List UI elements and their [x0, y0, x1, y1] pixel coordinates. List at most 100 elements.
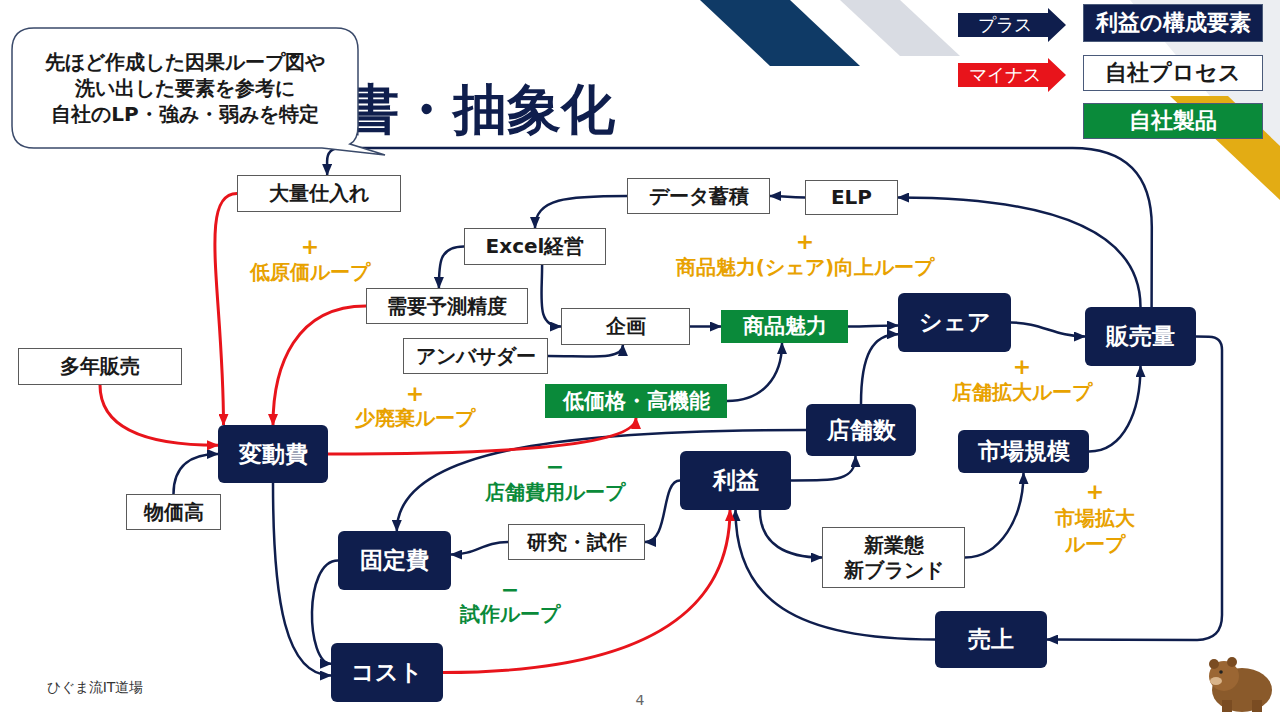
node-text-group: 研究・試作: [521, 530, 633, 555]
node-label: アンバサダー: [416, 344, 536, 369]
positive-arrow: [727, 343, 782, 401]
node-label: ELP: [831, 185, 872, 210]
node-label: Excel経営: [486, 234, 585, 259]
bear-snout: [1210, 677, 1222, 685]
loop-label: 商品魅力(シェア)向上ループ: [676, 254, 934, 281]
loop-label: 少廃棄ループ: [355, 405, 475, 432]
positive-arrow: [965, 473, 1024, 558]
positive-arrow: [1089, 366, 1141, 452]
light-stripe: [840, 0, 960, 56]
positive-arrow: [273, 483, 331, 676]
node-text-group: 市場規模: [972, 437, 1076, 466]
process-box: 大量仕入れ: [237, 175, 401, 212]
node-text-group: 店舗数: [821, 416, 902, 445]
node-label: データ蓄積: [649, 184, 749, 209]
positive-arrow: [645, 481, 680, 543]
process-box: ELP: [805, 180, 898, 215]
node-label: 低価格・高機能: [563, 388, 710, 414]
bear-leg: [1222, 700, 1232, 712]
callout-shape: [12, 28, 385, 155]
loop-label: +: [406, 381, 424, 406]
footer-brand: ひぐま流IT道場: [47, 679, 144, 697]
positive-arrow: [174, 454, 219, 494]
process-box: 新業態 新ブランド: [822, 527, 965, 588]
node-text-group: シェア: [913, 308, 997, 337]
navy-stripe: [700, 0, 860, 66]
node-text-group: 商品魅力: [737, 313, 833, 339]
node-text-group: 大量仕入れ: [263, 181, 375, 206]
positive-arrow: [451, 542, 508, 555]
node-label: 利益: [713, 466, 759, 495]
loop-label: −: [546, 454, 564, 479]
process-box: 研究・試作: [508, 524, 645, 560]
legend-item: 利益の構成要素: [1083, 4, 1263, 42]
legend-item: マイナス: [958, 58, 1066, 92]
loop-label: 店舗拡大ループ: [952, 379, 1092, 406]
negative-arrow: [443, 510, 730, 673]
node-label: コスト: [351, 658, 423, 687]
profit-element-box: 市場規模: [958, 430, 1089, 473]
legend-text: 自社プロセス: [1083, 55, 1263, 91]
node-label: 物価高: [144, 500, 204, 525]
node-label: 大量仕入れ: [269, 181, 369, 206]
profit-element-box: 固定費: [338, 531, 451, 590]
product-box: 商品魅力: [721, 310, 848, 343]
loop-label: +: [796, 229, 814, 254]
legend-arrow-shape: [958, 58, 1066, 92]
node-text-group: Excel経営: [480, 234, 591, 259]
process-box: データ蓄積: [627, 178, 770, 214]
node-text-group: 変動費: [233, 440, 314, 469]
positive-arrow: [791, 456, 856, 481]
loop-label: 試作ループ: [460, 601, 560, 628]
bear-ear: [1209, 659, 1219, 669]
process-box: アンバサダー: [403, 338, 548, 374]
process-box: 物価高: [126, 494, 221, 530]
process-box: 需要予測精度: [366, 288, 528, 324]
loop-label: +: [301, 234, 319, 259]
node-text-group: 多年販売: [54, 354, 146, 379]
callout-text: 先ほど作成した因果ループ図や 洗い出した要素を参考に 自社のLP・強み・弱みを特…: [12, 28, 358, 148]
positive-arrow: [1011, 323, 1085, 337]
process-box: 多年販売: [18, 348, 182, 385]
positive-arrow: [848, 326, 898, 327]
bear-leg: [1252, 700, 1262, 712]
legend-item: 自社製品: [1083, 103, 1263, 139]
node-text-group: コスト: [345, 658, 429, 687]
node-label: 販売量: [1106, 322, 1175, 351]
bear-ear: [1227, 657, 1237, 667]
profit-element-box: 利益: [680, 451, 791, 510]
positive-arrow: [397, 430, 806, 531]
legend-text: プラス: [958, 8, 1052, 42]
node-text-group: 需要予測精度: [381, 294, 513, 319]
node-label: 新業態 新ブランド: [829, 533, 958, 583]
profit-element-box: シェア: [898, 293, 1011, 352]
node-label: 変動費: [239, 440, 308, 469]
legend-text: 自社製品: [1083, 103, 1263, 139]
node-text-group: 新業態 新ブランド: [823, 533, 964, 583]
grey-stripe: [800, 0, 1280, 180]
positive-arrow: [898, 198, 1141, 308]
node-text-group: 企画: [600, 314, 652, 339]
profit-element-box: 売上: [935, 611, 1047, 668]
node-text-group: データ蓄積: [643, 184, 755, 209]
legend-item: プラス: [958, 8, 1066, 42]
node-text-group: 販売量: [1100, 322, 1181, 351]
node-label: 売上: [968, 625, 1014, 654]
profit-element-box: コスト: [331, 643, 443, 702]
profit-element-box: 店舗数: [806, 404, 916, 456]
page-number: 4: [636, 692, 645, 708]
node-label: 需要予測精度: [387, 294, 507, 319]
positive-arrow: [541, 265, 561, 327]
slide-title: 書・抽象化: [345, 74, 615, 147]
loop-label: +: [1013, 354, 1031, 379]
bear-illustration: [1209, 657, 1272, 712]
node-text-group: 低価格・高機能: [557, 388, 716, 414]
profit-element-box: 販売量: [1085, 307, 1196, 366]
product-box: 低価格・高機能: [545, 384, 727, 418]
node-label: 多年販売: [60, 354, 140, 379]
negative-arrow: [273, 306, 366, 425]
node-text-group: アンバサダー: [410, 344, 542, 369]
node-label: シェア: [919, 308, 991, 337]
loop-label: 低原価ループ: [250, 259, 370, 286]
